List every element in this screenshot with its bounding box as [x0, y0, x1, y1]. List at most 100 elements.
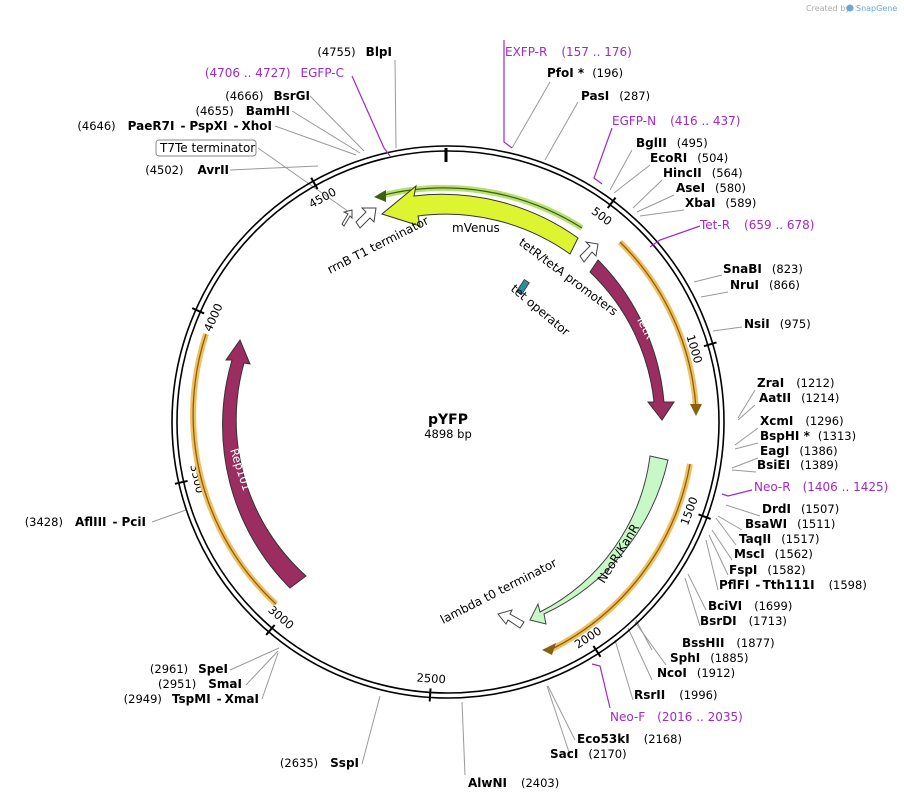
site-avrii: (4502)AvrII	[145, 163, 229, 177]
site-asei: AseI(580)	[676, 181, 746, 195]
leader-fspi	[708, 534, 729, 576]
leader-aflIII	[151, 509, 187, 523]
leader-avrii	[229, 165, 319, 171]
tetr-feature	[589, 259, 675, 421]
lambda-terminator-arrow-icon	[497, 609, 525, 629]
site-zrai: ZraI(1212)	[757, 376, 834, 390]
leader-zrai	[737, 389, 756, 419]
leader-tspmi	[261, 652, 279, 700]
t7te-label-box	[155, 139, 257, 157]
site-bsphi: BspHI *(1313)	[760, 429, 856, 443]
site-aflIII: (3428)AflIII-PciI	[25, 515, 146, 529]
site-labels-left: (4755)BlpI (2635)SspI (2949)TspMI-XmaI (…	[25, 45, 392, 770]
leader-pflfi	[705, 539, 719, 591]
leader-hincii	[632, 179, 663, 209]
site-spei: (2961)SpeI	[150, 662, 228, 676]
site-rsrii: RsrII(1996)	[634, 688, 717, 702]
primer-egfp-n: EGFP-N(416 .. 437)	[612, 114, 741, 128]
mvenus-label: mVenus	[452, 221, 500, 235]
tet-operator-feature	[516, 278, 530, 296]
leader-nsii	[712, 326, 743, 332]
tick-label-500: 500	[589, 204, 615, 228]
leader-saci	[546, 685, 571, 756]
backbone-inner-circle	[176, 150, 720, 694]
orf-neor-head	[542, 643, 556, 655]
orf-tetr-line	[619, 241, 697, 409]
orf-neor-line	[549, 463, 691, 651]
site-hincii: HincII(564)	[663, 166, 743, 180]
leader-xbai	[639, 209, 685, 217]
site-eagi: EagI(1386)	[760, 444, 838, 458]
primer-mark-exfp-r	[503, 40, 513, 149]
primer-marks	[351, 40, 753, 709]
site-alwni: AlwNI(2403)	[468, 776, 559, 790]
leader-sspi	[361, 695, 381, 765]
primer-egfp-c: (4706 .. 4727)EGFP-C	[205, 66, 344, 80]
orf-mvenus-line	[379, 187, 583, 229]
rrnb-terminator-arrow-icon	[355, 207, 377, 229]
leader-paer7i	[274, 125, 357, 156]
primer-mark-neo-r	[721, 489, 753, 497]
tet-operator-label: tet operator	[508, 282, 572, 339]
leader-bsphi	[734, 442, 759, 450]
primer-labels: EXFP-R(157 .. 176) EGFP-N(416 .. 437) Te…	[205, 45, 888, 724]
tick-mark-4000	[191, 307, 205, 315]
site-bsrdi: BsrDI(1713)	[700, 614, 787, 628]
leader-drdi	[725, 504, 761, 517]
leader-ncoi	[627, 627, 653, 681]
primer-mark-tet-r	[649, 225, 701, 248]
orf-mvenus-head	[374, 190, 386, 202]
site-bamhi: (4655)BamHI	[195, 104, 290, 118]
site-taqii: TaqII(1517)	[739, 532, 820, 546]
site-bsshii: BssHII(1877)	[682, 636, 775, 650]
leader-nrui	[700, 291, 729, 298]
site-sspi: (2635)SspI	[280, 756, 359, 770]
site-snabi: SnaBI(823)	[723, 262, 803, 276]
leader-spei	[229, 647, 280, 671]
leader-smai	[245, 650, 279, 686]
orf-rep101-line	[192, 333, 277, 605]
site-nrui: NruI(866)	[730, 278, 800, 292]
primer-neo-r: Neo-R(1406 .. 1425)	[754, 480, 888, 494]
tick-mark-1000	[703, 341, 717, 348]
neor-label: NeoR/KanR	[595, 521, 642, 585]
site-leader-lines	[151, 59, 761, 776]
leader-xcmi	[734, 427, 759, 446]
leader-pfoi	[511, 81, 551, 149]
site-bsrgi: (4666)BsrGI	[225, 89, 310, 103]
site-eco53ki: Eco53kI(2168)	[577, 732, 682, 746]
site-fspi: FspI(1582)	[729, 563, 806, 577]
leader-snabi	[693, 274, 723, 283]
site-nsii: NsiI(975)	[744, 317, 811, 331]
leader-sphi	[634, 621, 667, 666]
tet-promoter-arrow-icon	[579, 241, 599, 263]
orf-arrows	[190, 184, 702, 655]
site-ecori: EcoRI(504)	[650, 151, 728, 165]
tick-mark-4500	[310, 177, 319, 190]
site-bcivi: BciVI(1699)	[708, 599, 792, 613]
primer-mark-egfp-c	[351, 75, 391, 157]
plasmid-size: 4898 bp	[424, 427, 472, 441]
site-aatii: AatII(1214)	[759, 391, 839, 405]
tick-label-2500: 2500	[416, 671, 446, 687]
site-blpi: (4755)BlpI	[317, 45, 392, 59]
site-tspmi: (2949)TspMI-XmaI	[124, 692, 259, 706]
site-pflfi: PflFI-Tth111I(1598)	[719, 578, 867, 592]
leader-t7te	[257, 147, 353, 215]
site-sphi: SphI(1885)	[670, 651, 749, 665]
site-msci: MscI(1562)	[734, 547, 813, 561]
backbone-outer-circle	[171, 145, 725, 699]
tick-mark-3500	[174, 479, 188, 485]
leader-bsrdi	[684, 577, 701, 627]
rep101-feature	[222, 338, 307, 589]
credit-brand: SnapGene	[856, 4, 897, 13]
tick-mark-2000	[592, 645, 602, 658]
tick-mark-500	[606, 197, 617, 209]
primer-mark-egfp-n	[593, 127, 613, 185]
credit-prefix: Created by	[806, 4, 850, 13]
neor-feature	[529, 455, 669, 625]
site-ncoi: NcoI(1912)	[657, 666, 735, 680]
leader-taqii	[715, 517, 737, 546]
site-saci: SacI(2170)	[550, 747, 627, 761]
